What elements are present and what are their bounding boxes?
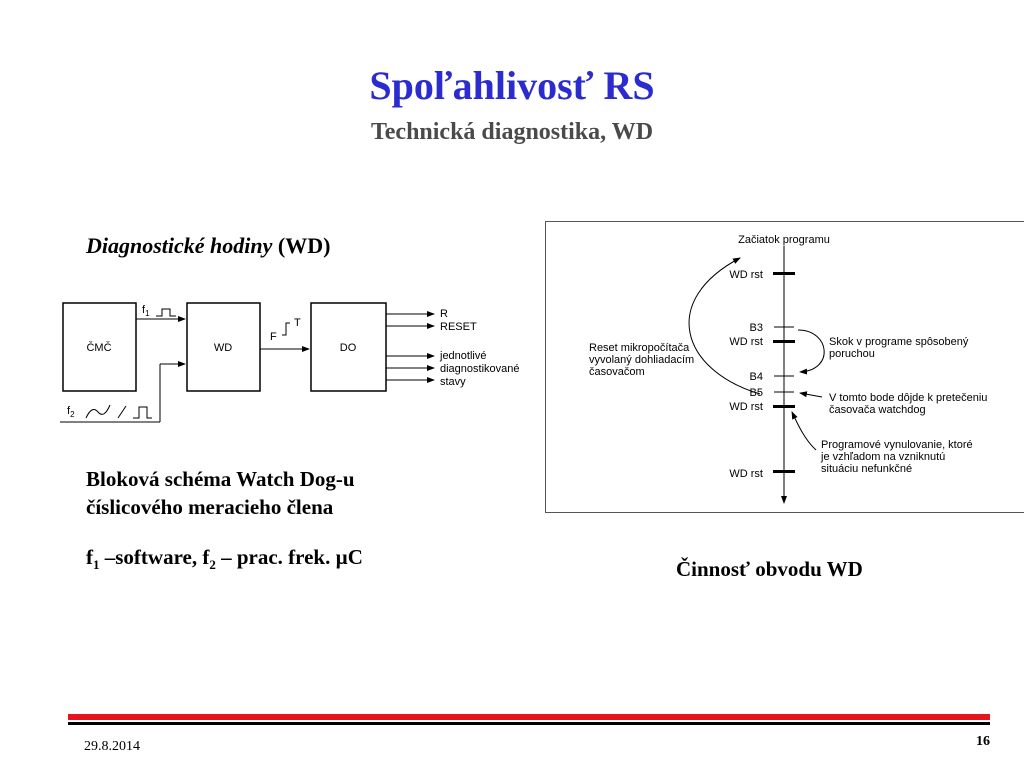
cmc-label: ČMČ bbox=[86, 341, 111, 354]
footer-red-bar bbox=[68, 714, 990, 720]
page-number: 16 bbox=[976, 734, 990, 749]
b4-label: B4 bbox=[750, 371, 763, 383]
sine-wave-icon bbox=[85, 404, 111, 419]
wd-operation-caption: Činnosť obvodu WD bbox=[676, 557, 863, 581]
jump-note-1: Skok v programe spôsobený bbox=[829, 336, 969, 348]
left-heading: Diagnostické hodiny (WD) bbox=[86, 232, 330, 260]
wd-rst-tick-2 bbox=[773, 340, 795, 343]
cmc-box bbox=[62, 302, 137, 392]
f2-label: f2 bbox=[67, 405, 75, 419]
caption-line-1: Bloková schéma Watch Dog-u bbox=[86, 467, 355, 491]
wd-operation-svg: Začiatok programu WD rst B3 WD rst B4 B5… bbox=[589, 234, 987, 504]
reset-note-2: vyvolaný dohliadacím bbox=[589, 354, 694, 366]
square-pulse-icon bbox=[133, 406, 152, 419]
out-states-label-1: jednotlivé bbox=[439, 350, 486, 362]
overflow-arrow bbox=[799, 391, 823, 398]
jump-curve-arrow bbox=[797, 329, 825, 375]
out-r-label: R bbox=[440, 308, 448, 320]
slide-subtitle: Technická diagnostika, WD bbox=[370, 119, 654, 145]
overflow-note-1: V tomto bode dôjde k pretečeniu bbox=[829, 392, 987, 404]
reset-curve-arrow bbox=[688, 257, 761, 395]
left-heading-rest: (WD) bbox=[272, 233, 331, 258]
wd-rst-label-3: WD rst bbox=[729, 401, 763, 413]
footer-date: 29.8.2014 bbox=[84, 739, 140, 754]
step-icon bbox=[282, 322, 290, 336]
f1-pulse-icon bbox=[156, 308, 176, 317]
b3-label: B3 bbox=[750, 322, 763, 334]
prog-note-3: situáciu nefunkčné bbox=[821, 463, 912, 475]
block-diagram: ČMČ WD DO f1 f2 F T R RESET jednotlivé d… bbox=[60, 302, 520, 423]
reset-note-3: časovačom bbox=[589, 366, 645, 378]
out-states-label-2: diagnostikované bbox=[440, 363, 520, 375]
do-box bbox=[310, 302, 387, 392]
overflow-note-2: časovača watchdog bbox=[829, 404, 926, 416]
footer-black-bar bbox=[68, 722, 990, 725]
F-label: F bbox=[270, 331, 277, 343]
wd-rst-label-2: WD rst bbox=[729, 336, 763, 348]
do-label: DO bbox=[340, 342, 357, 354]
wd-rst-tick-4 bbox=[773, 470, 795, 473]
caption-line-2: číslicového meracieho člena bbox=[86, 495, 334, 519]
wd-rst-label-1: WD rst bbox=[729, 269, 763, 281]
out-reset-label: RESET bbox=[440, 321, 477, 333]
prog-note-2: je vzhľadom na vzniknutú bbox=[820, 451, 945, 463]
T-label: T bbox=[294, 317, 301, 329]
block-diagram-caption: Bloková schéma Watch Dog-u číslicového m… bbox=[86, 465, 446, 521]
frequency-formula: f1 –software, f2 – prac. frek. µC bbox=[86, 545, 363, 573]
out-states-label-3: stavy bbox=[440, 376, 466, 388]
left-heading-italic: Diagnostické hodiny bbox=[86, 233, 273, 258]
ramp-icon bbox=[117, 405, 127, 419]
wd-rst-tick-1 bbox=[773, 272, 795, 275]
f1-label: f1 bbox=[142, 304, 150, 318]
start-label: Začiatok programu bbox=[738, 234, 830, 246]
wd-rst-label-4: WD rst bbox=[729, 468, 763, 480]
wd-label: WD bbox=[214, 342, 232, 354]
slide-title: Spoľahlivosť RS bbox=[369, 63, 655, 108]
wd-box bbox=[186, 302, 261, 392]
wd-rst-tick-3 bbox=[773, 405, 795, 408]
jump-note-2: poruchou bbox=[829, 348, 875, 360]
reset-note-1: Reset mikropočítača bbox=[589, 342, 690, 354]
prog-reset-arrow bbox=[791, 411, 817, 451]
prog-note-1: Programové vynulovanie, ktoré bbox=[821, 439, 973, 451]
